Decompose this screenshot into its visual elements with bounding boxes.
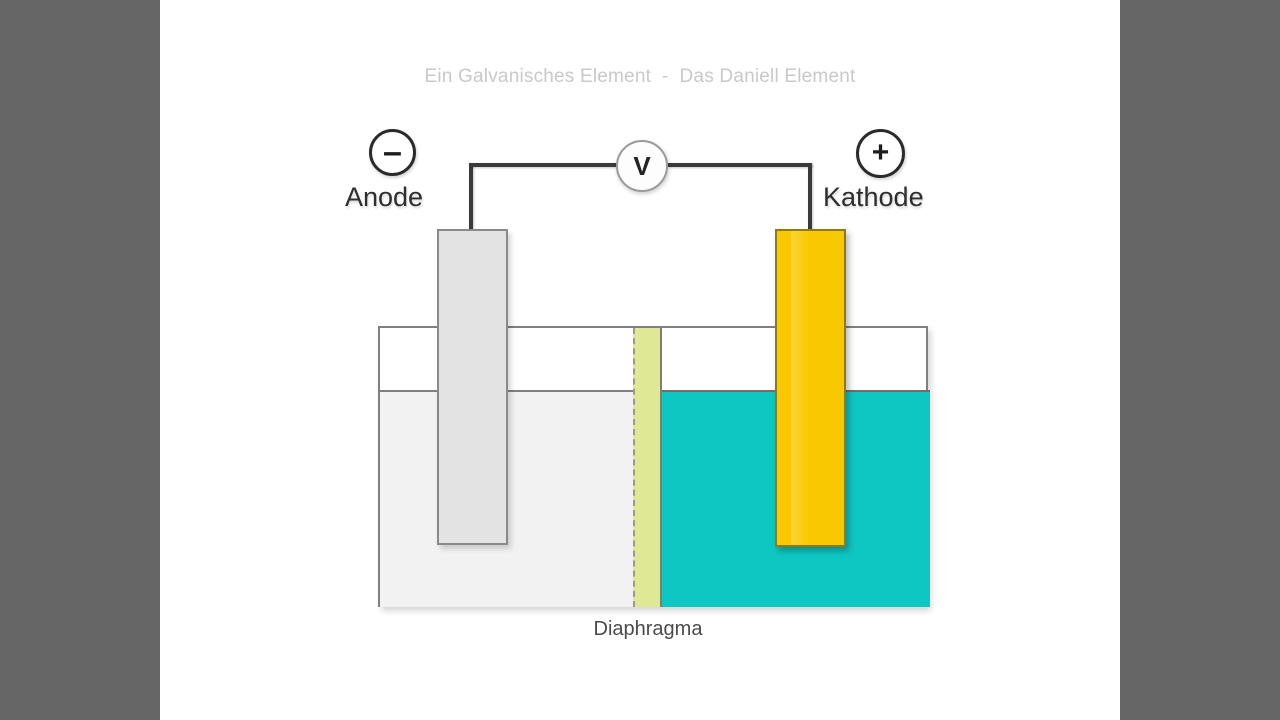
diaphragm-label: Diaphragma <box>593 618 703 640</box>
diaphragm <box>633 328 662 607</box>
wire-anode-vertical <box>469 163 473 233</box>
plus-sign: + <box>871 135 890 169</box>
kathode-label: Kathode <box>823 182 924 212</box>
anode-electrode <box>437 229 508 545</box>
slide-canvas: Ein Galvanisches Element - Das Daniell E… <box>160 0 1120 720</box>
letterbox-bar-left <box>0 0 160 720</box>
minus-pole-icon: – <box>369 129 416 176</box>
wire-cathode-horizontal <box>668 163 812 167</box>
wire-cathode-vertical <box>808 163 812 235</box>
plus-pole-icon: + <box>856 129 905 178</box>
anode-label: Anode <box>345 182 424 212</box>
voltmeter-label: V <box>633 151 651 181</box>
minus-sign: – <box>383 132 402 171</box>
wire-anode-horizontal <box>469 163 616 167</box>
cathode-electrode <box>775 229 846 547</box>
letterbox-bar-right <box>1120 0 1280 720</box>
page-title: Ein Galvanisches Element - Das Daniell E… <box>424 66 856 87</box>
voltmeter: V <box>616 140 668 192</box>
anode-electrolyte <box>380 390 657 607</box>
